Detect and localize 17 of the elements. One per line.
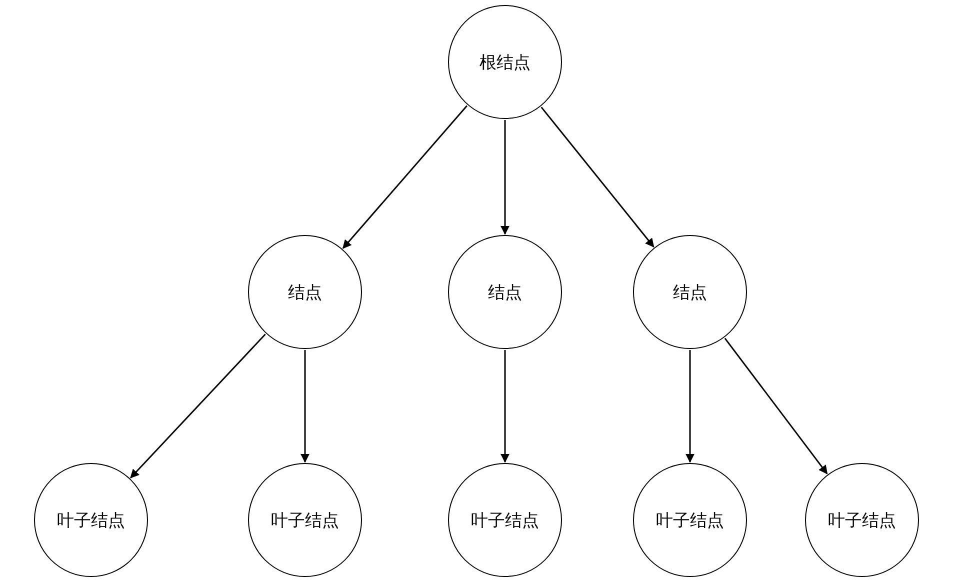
arrow: [500, 350, 510, 463]
node-label: 结点: [288, 282, 322, 304]
node-label: 叶子结点: [656, 510, 724, 532]
node-label: 叶子结点: [828, 510, 896, 532]
arrow: [500, 120, 510, 235]
node-label: 结点: [488, 282, 522, 304]
node-label: 根结点: [480, 52, 530, 74]
node-label: 叶子结点: [57, 510, 125, 532]
arrow: [130, 334, 266, 478]
node-label: 叶子结点: [471, 510, 539, 532]
arrow: [342, 105, 468, 249]
node-label: 叶子结点: [271, 510, 339, 532]
arrow: [686, 350, 694, 463]
node-label: 结点: [673, 282, 707, 304]
arrow: [540, 106, 654, 248]
arrow: [300, 350, 310, 463]
arrow: [724, 338, 828, 474]
